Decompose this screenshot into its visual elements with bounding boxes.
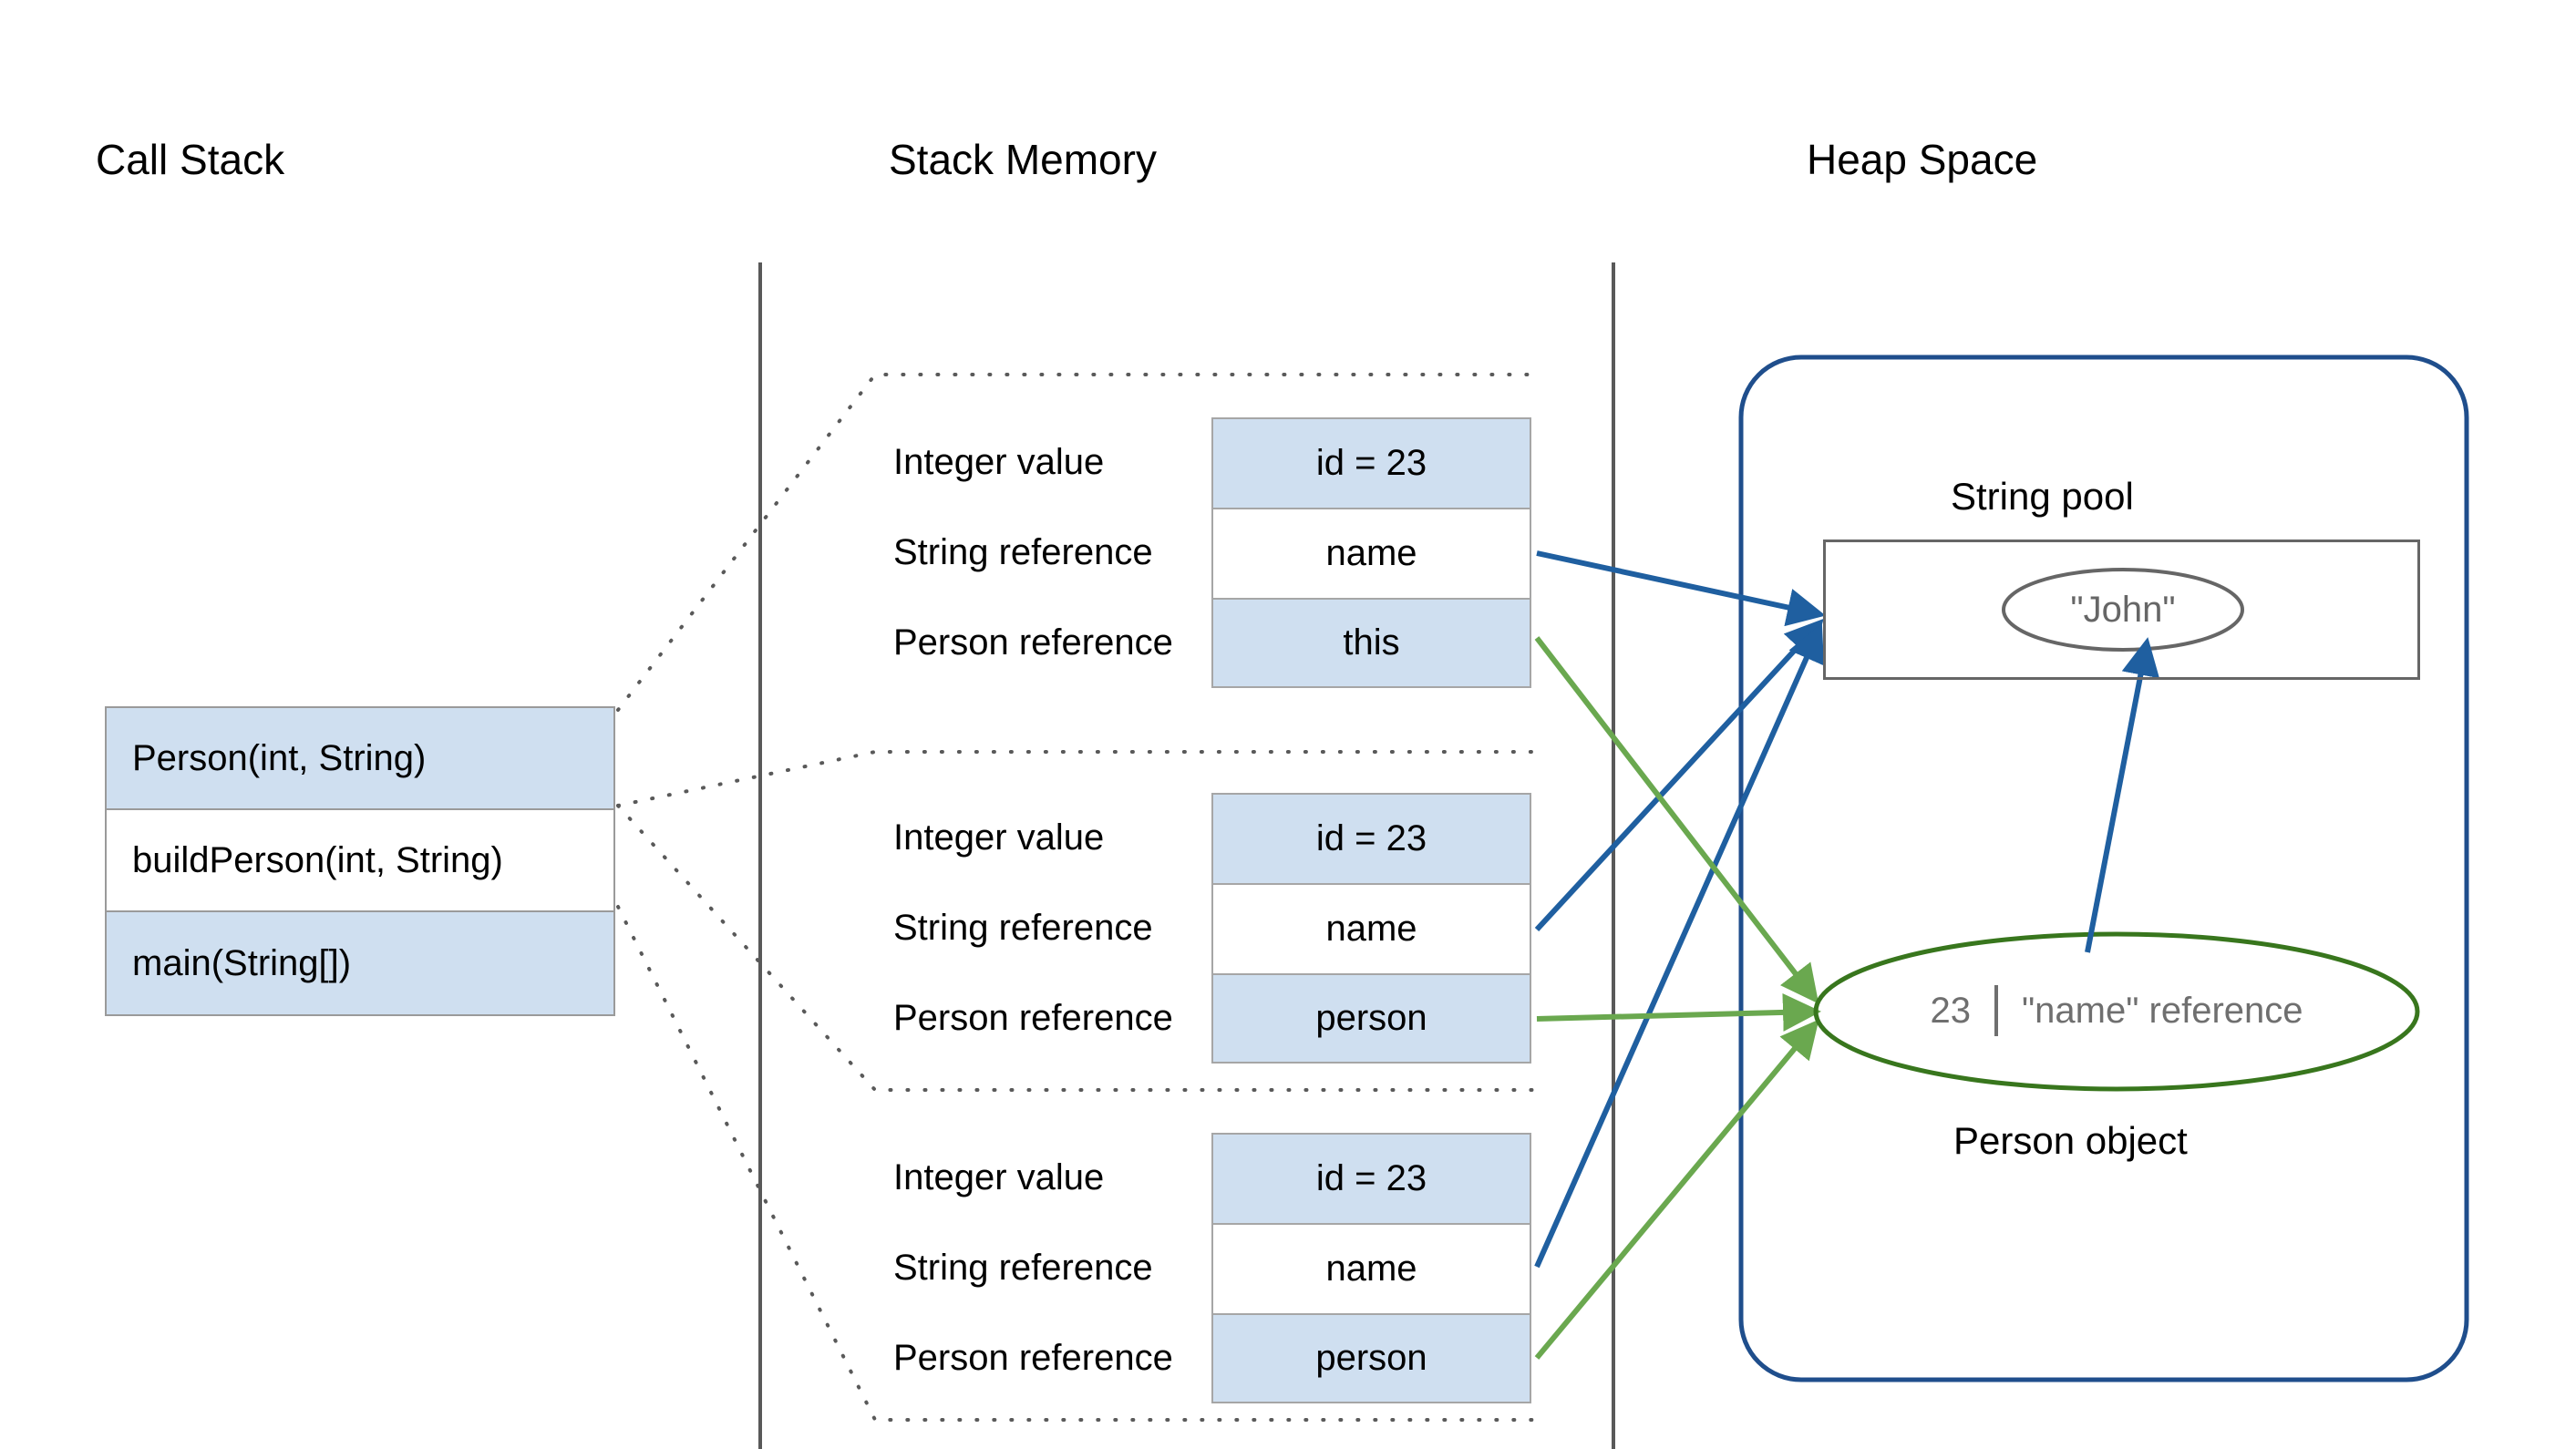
person-reference-arrows <box>1534 636 1821 1360</box>
stack-row-label: Person reference <box>893 998 1173 1038</box>
person-ref-arrow-frame2 <box>1536 992 1821 1032</box>
column-title-call-stack: Call Stack <box>96 136 285 183</box>
call-stack-frame-buildperson[interactable]: buildPerson(int, String) <box>107 810 613 912</box>
column-title-heap-space: Heap Space <box>1807 136 2038 183</box>
column-title-stack-memory: Stack Memory <box>889 136 1157 183</box>
stack-row-value[interactable]: this <box>1211 598 1531 688</box>
call-stack-frame-person[interactable]: Person(int, String) <box>107 708 613 810</box>
string-reference-arrows <box>1534 550 1826 1269</box>
stack-row-value[interactable]: name <box>1211 508 1531 598</box>
call-stack-frame-label: buildPerson(int, String) <box>132 839 503 880</box>
stack-row-label: String reference <box>893 908 1153 948</box>
string-ref-arrow-frame3 <box>1534 622 1825 1269</box>
person-object-fields: 23 "name" reference <box>1861 984 2372 1037</box>
interned-string-value: "John" <box>2070 589 2176 630</box>
person-ref-arrow-frame1 <box>1534 636 1819 1004</box>
stack-row-label: String reference <box>893 532 1153 572</box>
stack-frame-row: Integer value id = 23 <box>893 417 1531 508</box>
stack-row-value[interactable]: person <box>1211 1313 1531 1403</box>
string-pool-title: String pool <box>1951 475 2134 518</box>
stack-row-value[interactable]: name <box>1211 1223 1531 1313</box>
person-object-caption: Person object <box>1953 1119 2188 1162</box>
stack-row-value[interactable]: id = 23 <box>1211 1133 1531 1223</box>
call-stack-frame-main[interactable]: main(String[]) <box>107 912 613 1014</box>
person-ref-arrow-frame3 <box>1534 1019 1819 1360</box>
stack-frame-3: Integer value id = 23 String reference n… <box>893 1133 1531 1403</box>
person-to-john-arrow <box>2085 637 2160 953</box>
stack-row-label: Integer value <box>893 442 1105 482</box>
stack-frame-row: Person reference this <box>893 598 1531 688</box>
stack-frame-row: Person reference person <box>893 973 1531 1064</box>
string-pool-box <box>1823 540 2420 680</box>
stack-frame-row: String reference name <box>893 1223 1531 1313</box>
stack-frame-row: String reference name <box>893 508 1531 598</box>
call-stack-frame-label: Person(int, String) <box>132 737 427 778</box>
stack-row-label: String reference <box>893 1248 1153 1288</box>
stack-row-value[interactable]: name <box>1211 883 1531 973</box>
stack-frame-1: Integer value id = 23 String reference n… <box>893 417 1531 688</box>
stack-row-label: Person reference <box>893 622 1173 663</box>
stack-frame-row: Integer value id = 23 <box>893 1133 1531 1223</box>
person-name-field: "name" reference <box>2021 990 2303 1031</box>
stack-frame-row: Person reference person <box>893 1313 1531 1403</box>
stack-frame-row: Integer value id = 23 <box>893 793 1531 883</box>
person-id-value: 23 <box>1930 990 1971 1031</box>
stack-frame-2: Integer value id = 23 String reference n… <box>893 793 1531 1064</box>
stack-row-label: Integer value <box>893 817 1105 858</box>
stack-frame-row: String reference name <box>893 883 1531 973</box>
stack-row-value[interactable]: person <box>1211 973 1531 1064</box>
person-field-separator <box>1994 985 1998 1036</box>
string-ref-arrow-frame1 <box>1536 550 1826 627</box>
stack-row-value[interactable]: id = 23 <box>1211 793 1531 883</box>
call-stack-box: Person(int, String) buildPerson(int, Str… <box>105 706 615 1016</box>
call-stack-frame-label: main(String[]) <box>132 942 352 983</box>
string-ref-arrow-frame2 <box>1534 618 1824 932</box>
stack-row-value[interactable]: id = 23 <box>1211 417 1531 508</box>
stack-row-label: Person reference <box>893 1338 1173 1378</box>
stack-row-label: Integer value <box>893 1157 1105 1197</box>
